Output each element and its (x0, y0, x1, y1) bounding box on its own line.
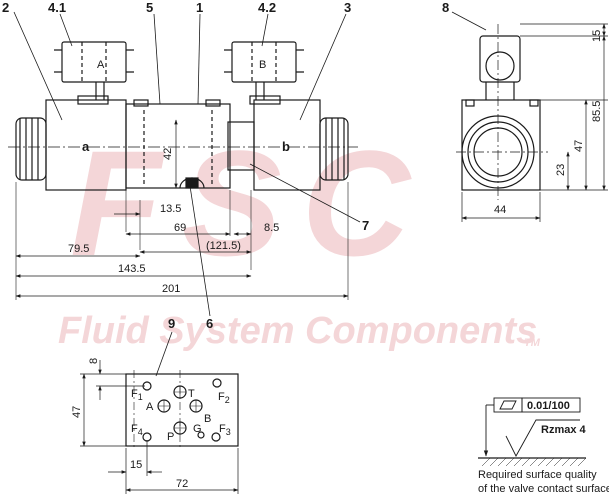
port-a-label: A (146, 401, 154, 413)
callout-2: 2 (2, 0, 9, 15)
callout-1: 1 (196, 0, 203, 15)
callout-7: 7 (362, 218, 369, 233)
fixing-f3-label: F3 (219, 423, 231, 437)
dim-121-5: (121.5) (206, 240, 241, 252)
solenoid-b-label: b (282, 139, 290, 154)
fixing-f4 (142, 432, 152, 442)
dim-port-72: 72 (176, 478, 188, 490)
fsc-logo-watermark: FSC (70, 119, 430, 287)
solenoid-a-label: a (82, 139, 90, 154)
front-view-dimensions (15, 119, 349, 298)
side-view-dimensions (461, 23, 608, 222)
fixing-f3 (211, 432, 221, 442)
callout-leaders (13, 11, 487, 377)
port-g (197, 431, 205, 439)
dim-side-85-5: 85.5 (591, 101, 603, 122)
port-pattern-dimensions (80, 360, 239, 494)
dim-69: 69 (174, 222, 186, 234)
connector-b-letter: B (259, 59, 266, 71)
flatness-value: 0.01/100 (527, 400, 570, 412)
port-p-label: P (167, 431, 174, 443)
valve-side-view (456, 24, 548, 200)
port-b-label: B (204, 413, 211, 425)
dim-port-47: 47 (71, 406, 83, 418)
dim-79-5: 79.5 (68, 243, 89, 255)
port-g-label: G (193, 423, 202, 435)
connector-a-letter: A (97, 59, 105, 71)
fixing-f1-label: F1 (131, 388, 143, 402)
valve-front-view (8, 41, 358, 300)
surface-note-line2: of the valve contact surface (478, 483, 609, 495)
fixing-f4-label: F4 (131, 423, 143, 437)
roughness-value: Rzmax 4 (541, 424, 587, 436)
callout-3: 3 (344, 0, 351, 15)
fsc-logo-letters: FSC (70, 119, 430, 287)
surface-note-line1: Required surface quality (478, 469, 597, 481)
trademark-watermark: TM (524, 337, 541, 349)
callout-9: 9 (168, 316, 175, 331)
dim-side-23: 23 (555, 164, 567, 176)
connector-a (54, 41, 134, 100)
dim-13-5: 13.5 (160, 203, 181, 215)
company-name-watermark: Fluid System Components (58, 310, 537, 352)
callout-5: 5 (146, 0, 153, 15)
connector-b (224, 41, 304, 100)
dim-143-5: 143.5 (118, 263, 146, 275)
dim-42: 42 (162, 148, 174, 160)
dim-side-44: 44 (494, 204, 506, 216)
port-pattern-drawing (125, 370, 239, 450)
fixing-f2 (212, 378, 222, 388)
solenoid-b (249, 95, 349, 191)
port-pattern-crosshairs (158, 386, 202, 434)
dim-port-15: 15 (130, 459, 142, 471)
callout-6: 6 (206, 316, 213, 331)
dim-201: 201 (162, 283, 180, 295)
callout-4-2: 4.2 (258, 0, 276, 15)
callout-8: 8 (442, 0, 449, 15)
port-t-label: T (188, 388, 195, 400)
dim-8-5: 8.5 (264, 222, 279, 234)
dim-side-47: 47 (573, 140, 585, 152)
fixing-f2-label: F2 (218, 391, 230, 405)
surface-hatching (481, 457, 587, 467)
callout-4-1: 4.1 (48, 0, 66, 15)
surface-quality-symbols (478, 397, 586, 459)
dim-port-8: 8 (88, 358, 100, 364)
dim-side-15: 15 (591, 30, 603, 42)
